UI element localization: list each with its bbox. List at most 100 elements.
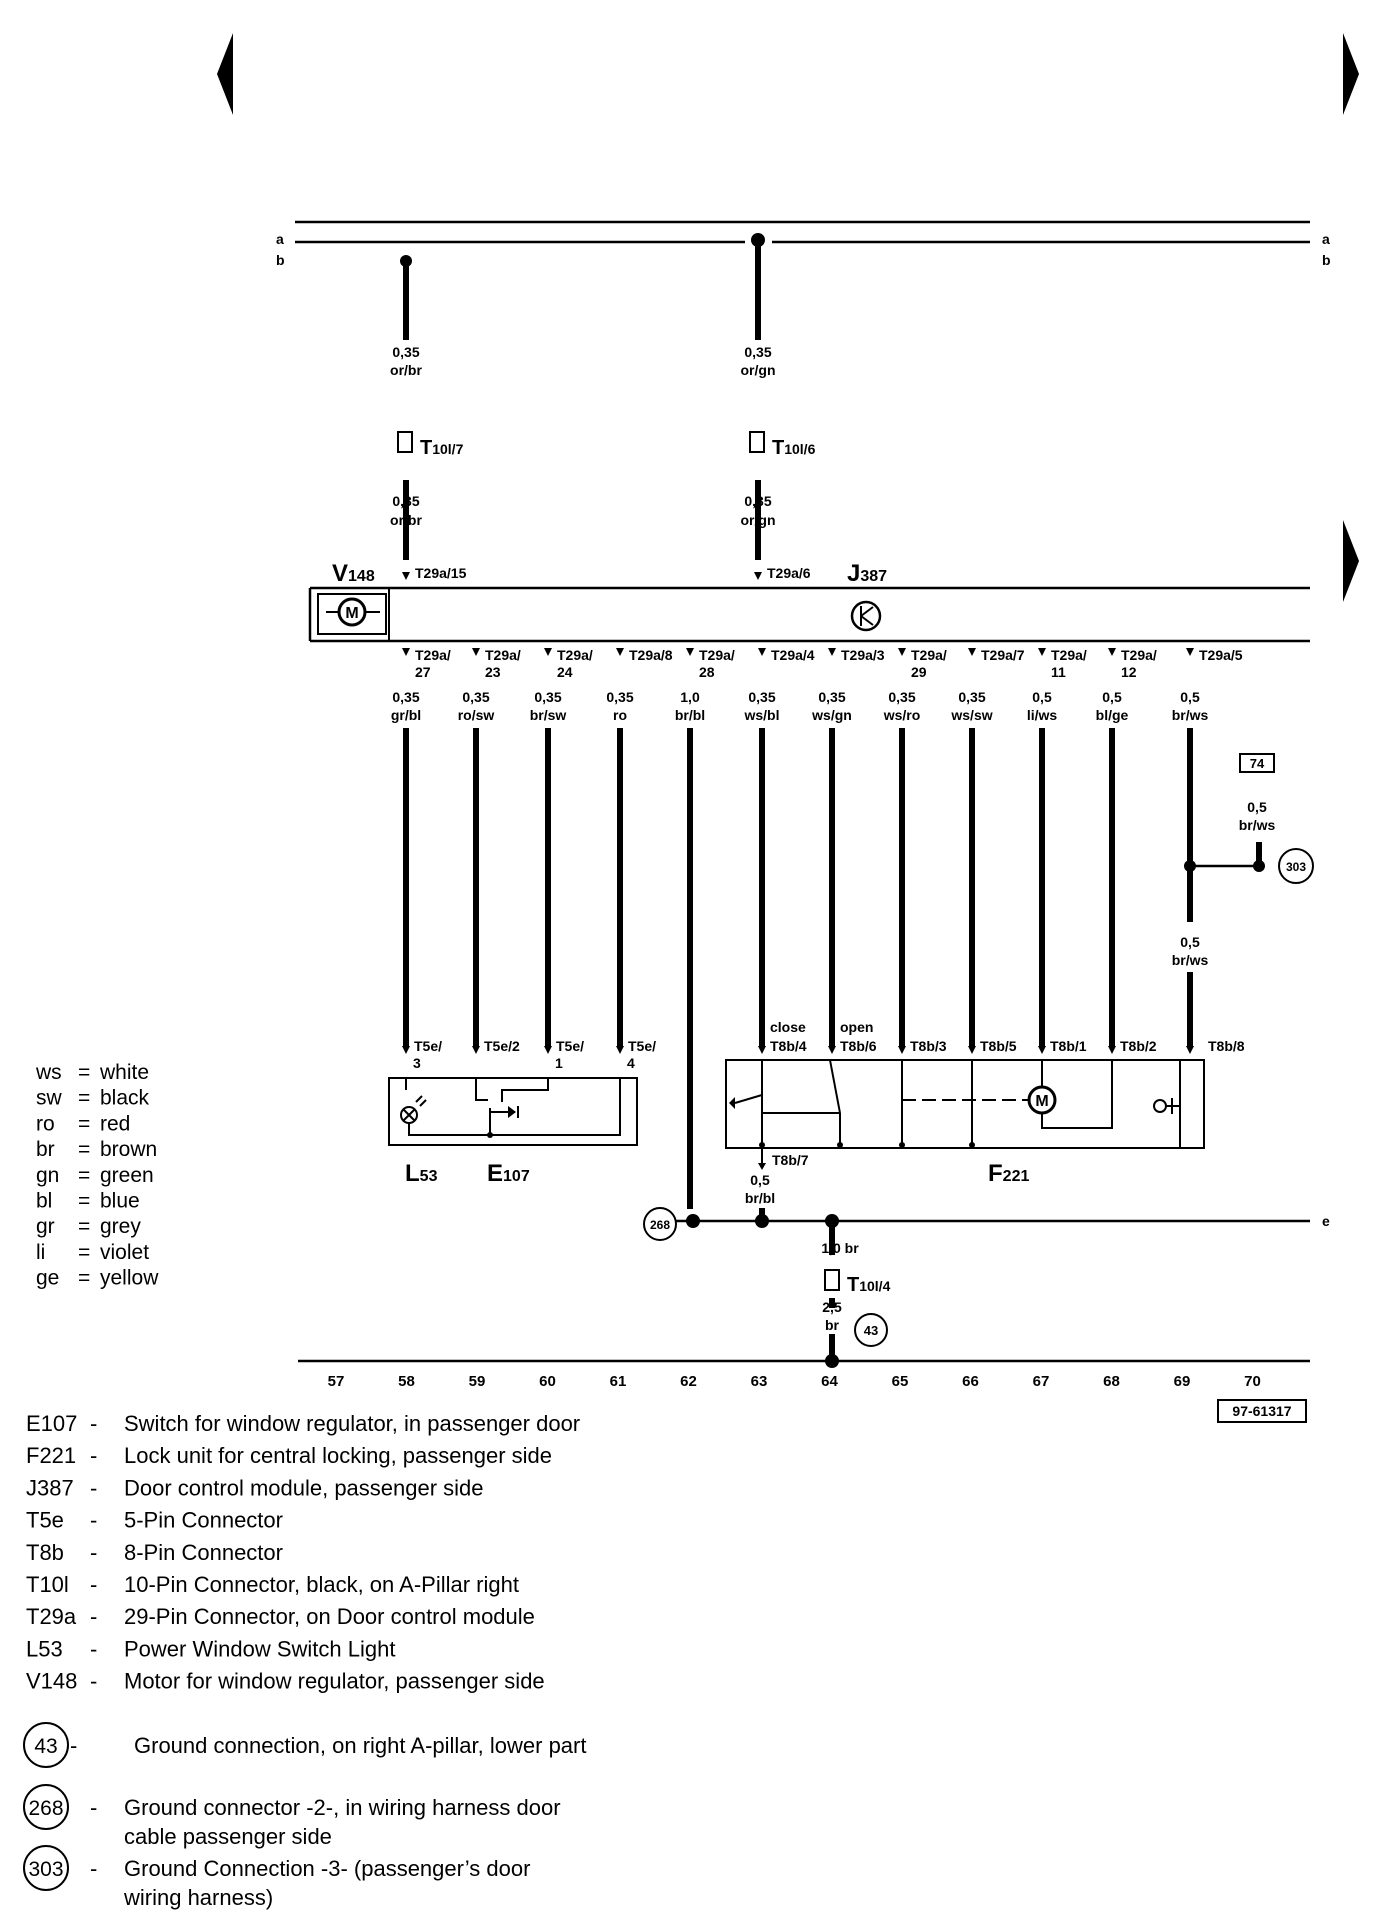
wire-gauge: 0,5 bbox=[750, 1172, 770, 1188]
track-number: 60 bbox=[539, 1373, 556, 1390]
color-name: grey bbox=[100, 1215, 141, 1238]
ground-43-icon[interactable] bbox=[854, 1313, 888, 1347]
color-code: ro bbox=[36, 1112, 55, 1135]
component-e107-label: E107 bbox=[487, 1160, 530, 1187]
motor-symbol: M bbox=[1035, 1093, 1048, 1110]
color-equals: = bbox=[78, 1112, 90, 1135]
pin-label: T29a/15 bbox=[415, 565, 467, 581]
legend-dash: - bbox=[90, 1856, 97, 1881]
track-number: 70 bbox=[1244, 1373, 1261, 1390]
ground-code: 268 bbox=[28, 1797, 63, 1820]
pin-label: 27 bbox=[415, 664, 431, 680]
wire-color: br/sw bbox=[530, 707, 567, 723]
pin-label: 1 bbox=[555, 1055, 563, 1071]
pin-arrow-icon bbox=[616, 1046, 624, 1054]
ground-303-icon[interactable] bbox=[1278, 848, 1314, 884]
ground-symbol-icon bbox=[23, 1722, 69, 1768]
drawing-id-box bbox=[1217, 1399, 1307, 1423]
wire-gauge: 0,35 bbox=[888, 689, 915, 705]
pin-arrow-icon bbox=[402, 648, 410, 656]
wire-gauge: 0,35 bbox=[748, 689, 775, 705]
pin-arrow-icon bbox=[402, 572, 410, 580]
pin-label: T8b/6 bbox=[840, 1038, 877, 1054]
continue-right-arrow-icon[interactable] bbox=[1343, 520, 1359, 602]
pin-label: T29a/ bbox=[485, 647, 521, 663]
pin-label: T29a/5 bbox=[1199, 647, 1243, 663]
component-l53-label: L53 bbox=[405, 1160, 438, 1187]
pin-arrow-icon bbox=[1186, 648, 1194, 656]
color-code: bl bbox=[36, 1190, 52, 1213]
pin-label: 24 bbox=[557, 664, 573, 680]
color-name: violet bbox=[100, 1241, 149, 1264]
ref-74-box[interactable] bbox=[1239, 753, 1275, 773]
color-code: gn bbox=[36, 1164, 59, 1187]
legend-dash: - bbox=[90, 1604, 97, 1629]
pin-arrow-icon bbox=[472, 1046, 480, 1054]
color-code: li bbox=[36, 1241, 45, 1264]
pin-arrow-icon bbox=[758, 1046, 766, 1054]
wire-gauge: 0,35 bbox=[534, 689, 561, 705]
wire-color: br/ws bbox=[1239, 817, 1276, 833]
ground-code: 43 bbox=[34, 1735, 57, 1758]
transistor-icon bbox=[850, 600, 882, 632]
ground-43-label: 43 bbox=[864, 1323, 878, 1338]
color-equals: = bbox=[78, 1190, 90, 1213]
legend-dash: - bbox=[90, 1411, 97, 1436]
pin-arrow-icon bbox=[616, 648, 624, 656]
wire-color: br/ws bbox=[1172, 952, 1209, 968]
wire-color: or/gn bbox=[741, 362, 776, 378]
wire-color: or/gn bbox=[741, 512, 776, 528]
component-f221-label: F221 bbox=[988, 1160, 1029, 1187]
component-f221-box[interactable]: M bbox=[725, 1059, 1205, 1163]
pin-arrow-icon bbox=[828, 648, 836, 656]
track-number: 69 bbox=[1174, 1373, 1191, 1390]
pin-label: T29a/ bbox=[911, 647, 947, 663]
legend-desc: 29-Pin Connector, on Door control module bbox=[124, 1604, 535, 1629]
door-control-module-j387[interactable]: M bbox=[308, 586, 1310, 643]
pin-label: T5e/ bbox=[414, 1038, 442, 1054]
legend-desc: Power Window Switch Light bbox=[124, 1636, 395, 1661]
page-next-arrow-icon[interactable] bbox=[1343, 33, 1359, 115]
page-prev-arrow-icon[interactable] bbox=[217, 33, 233, 115]
ground-303-label: 303 bbox=[1286, 860, 1306, 874]
pin-label: T29a/ bbox=[1121, 647, 1157, 663]
component-l53-e107-box[interactable] bbox=[388, 1077, 638, 1146]
track-number: 59 bbox=[469, 1373, 486, 1390]
pin-label: 28 bbox=[699, 664, 715, 680]
track-number: 64 bbox=[821, 1373, 838, 1390]
pin-arrow-icon bbox=[898, 1046, 906, 1054]
color-code: gr bbox=[36, 1215, 55, 1238]
ground-268-label: 268 bbox=[650, 1218, 670, 1232]
pin-arrow-icon bbox=[758, 648, 766, 656]
wire-color: br/ws bbox=[1172, 707, 1209, 723]
pin-arrow-icon bbox=[1186, 1046, 1194, 1054]
ground-desc: Ground Connection -3- (passenger’s door bbox=[124, 1856, 530, 1881]
color-name: black bbox=[100, 1087, 150, 1110]
pin-label: T8b/2 bbox=[1120, 1038, 1157, 1054]
connector-icon bbox=[749, 431, 765, 453]
connector-icon bbox=[824, 1269, 840, 1291]
color-name: green bbox=[100, 1164, 154, 1187]
pin-label: T29a/7 bbox=[981, 647, 1025, 663]
ground-268-icon[interactable] bbox=[643, 1207, 677, 1241]
pin-label: T8b/5 bbox=[980, 1038, 1017, 1054]
legend-desc: Door control module, passenger side bbox=[124, 1475, 484, 1500]
pin-arrow-icon bbox=[758, 1163, 766, 1170]
pin-arrow-icon bbox=[968, 648, 976, 656]
pin-label: T8b/4 bbox=[770, 1038, 807, 1054]
pin-arrow-icon bbox=[402, 1046, 410, 1054]
wire-color: gr/bl bbox=[391, 707, 421, 723]
wire-gauge: 0,35 bbox=[392, 493, 419, 509]
pin-label: T5e/ bbox=[628, 1038, 656, 1054]
wire-color: ws/ro bbox=[883, 707, 921, 723]
pin-label: 3 bbox=[413, 1055, 421, 1071]
ground-symbol-icon bbox=[23, 1845, 69, 1891]
